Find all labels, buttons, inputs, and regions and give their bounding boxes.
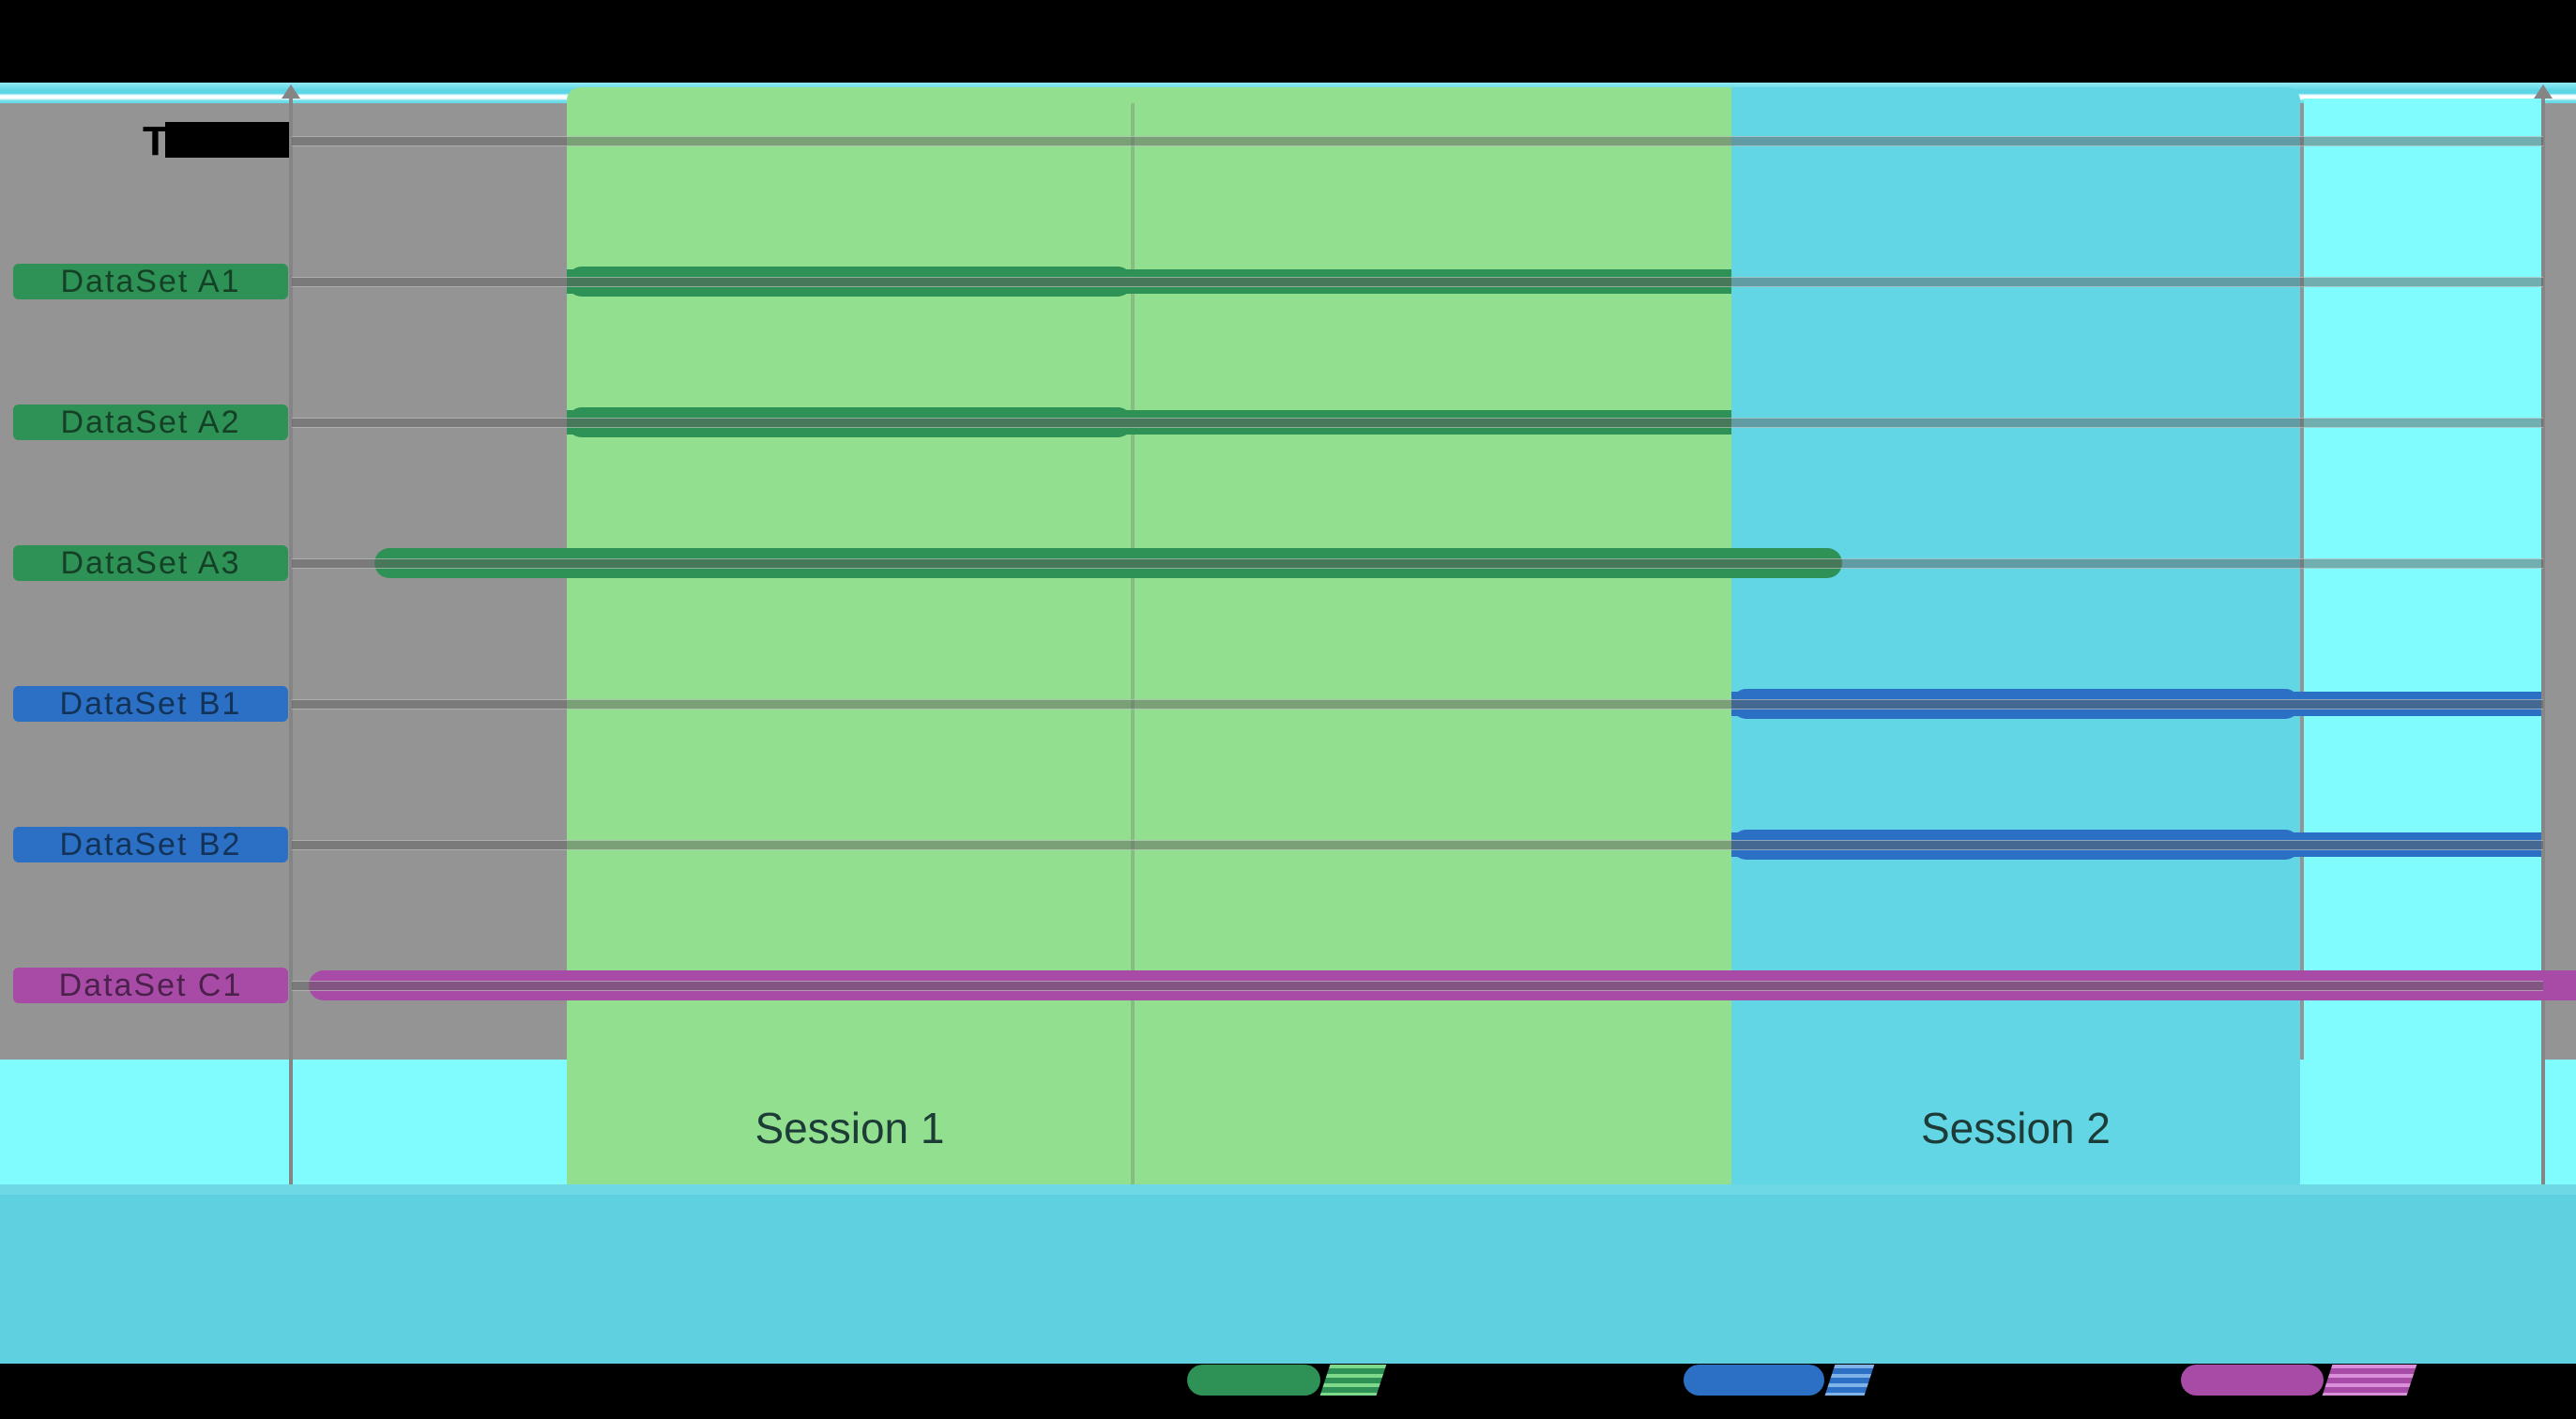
bottom-cyan-band bbox=[0, 1195, 2576, 1364]
row-label-chip: DataSet C1 bbox=[13, 968, 288, 1003]
row-gridline bbox=[292, 981, 2543, 991]
session1-label: Session 1 bbox=[755, 1104, 945, 1152]
session1-band bbox=[567, 87, 1731, 1195]
legend-label-streak-series-c bbox=[2322, 1365, 2417, 1396]
left-axis-arrow-icon bbox=[282, 84, 300, 99]
legend-swatch-series-a bbox=[1187, 1365, 1320, 1396]
time-axis-label-partial: T bbox=[143, 118, 168, 164]
session2-extension-band bbox=[2304, 99, 2541, 1195]
top-redaction-bar bbox=[0, 0, 2576, 83]
left-axis-line bbox=[289, 98, 293, 1195]
row-gridline bbox=[292, 277, 2543, 287]
row-label-chip: DataSet B1 bbox=[13, 686, 288, 722]
row-label-chip: DataSet A1 bbox=[13, 264, 288, 299]
legend-swatch-series-b bbox=[1684, 1365, 1824, 1396]
legend-swatch-series-c bbox=[2181, 1365, 2324, 1396]
row-gridline bbox=[292, 136, 2543, 146]
header-redaction-box bbox=[165, 122, 289, 158]
vertical-gridline bbox=[1131, 103, 1135, 1195]
row-label-chip: DataSet B2 bbox=[13, 827, 288, 862]
row-label-chip: DataSet A2 bbox=[13, 404, 288, 440]
row-gridline bbox=[292, 840, 2543, 850]
legend-label-streak-series-a bbox=[1319, 1365, 1387, 1396]
row-gridline bbox=[292, 699, 2543, 710]
row-gridline bbox=[292, 418, 2543, 428]
bottom-band-edge bbox=[0, 1184, 2576, 1195]
row-gridline bbox=[292, 558, 2543, 569]
right-axis-line bbox=[2541, 98, 2545, 1195]
session2-band bbox=[1731, 87, 2300, 1195]
row-label-chip: DataSet A3 bbox=[13, 545, 288, 581]
right-axis-arrow-icon bbox=[2534, 84, 2553, 99]
session2-label: Session 2 bbox=[1920, 1104, 2111, 1152]
